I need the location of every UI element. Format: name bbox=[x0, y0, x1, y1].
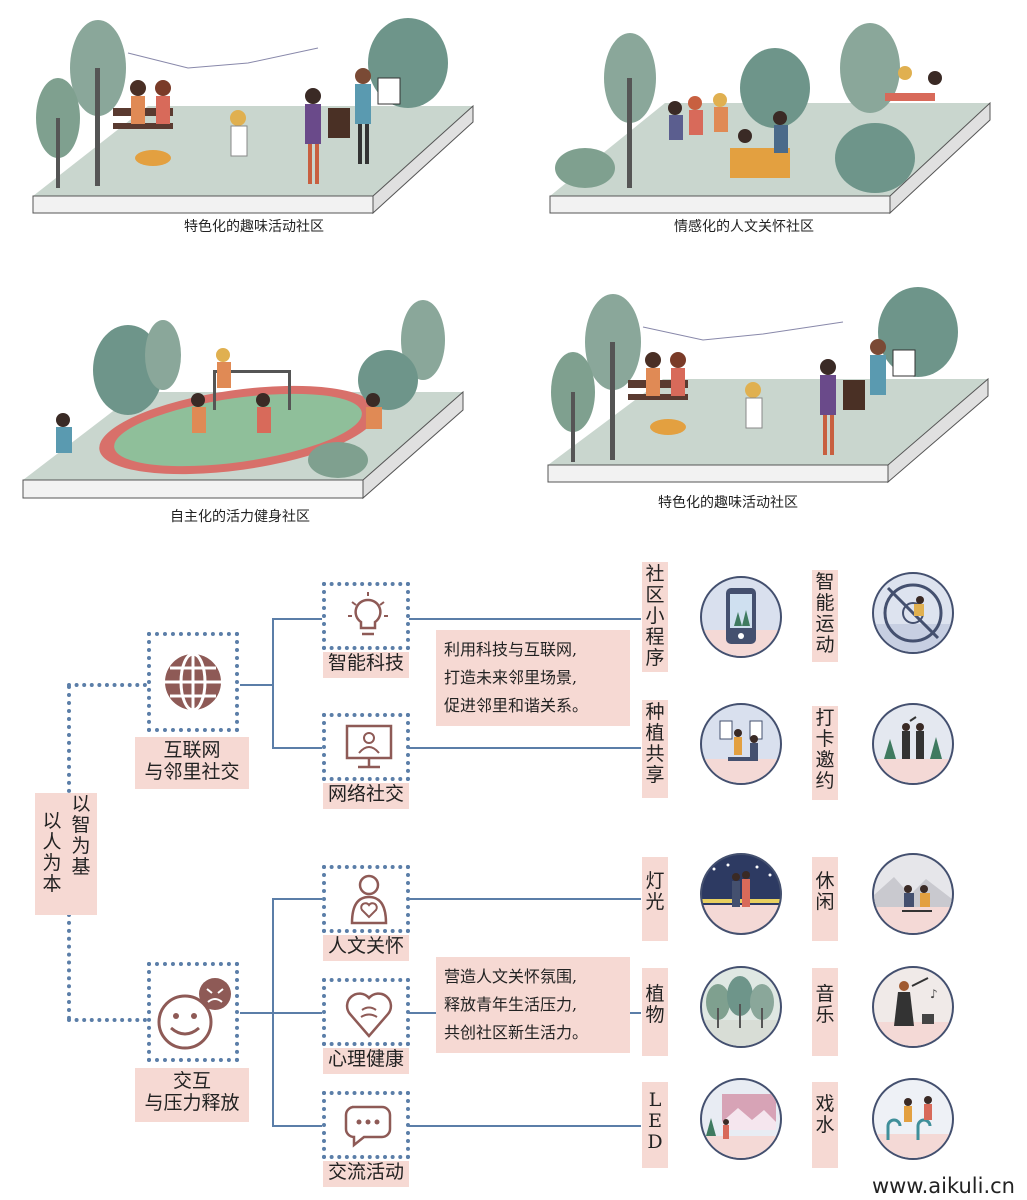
watermark: www.aikuli.cn bbox=[867, 1174, 1019, 1198]
feature-label: 音乐 bbox=[812, 968, 838, 1056]
root-connector-vertical bbox=[67, 913, 71, 1020]
branch-label-internet: 互联网 与邻里社交 bbox=[135, 737, 249, 789]
root-label-col1: 以人为本 bbox=[42, 810, 62, 895]
branch-label-interaction: 交互 与压力释放 bbox=[135, 1068, 249, 1122]
feature-circle-smart-sports bbox=[872, 572, 954, 654]
emoji-faces-icon bbox=[157, 978, 231, 1050]
branch-connector bbox=[240, 684, 272, 686]
svg-text:♪: ♪ bbox=[930, 987, 938, 1001]
branch-icon-box-interaction bbox=[147, 962, 239, 1062]
feature-label: 戏水 bbox=[812, 1082, 838, 1168]
root-connector-to-branch bbox=[67, 1018, 147, 1022]
scene-activity-top-left bbox=[32, 18, 474, 215]
feature-circle-leisure bbox=[872, 853, 954, 935]
feature-circle-led bbox=[700, 1078, 782, 1160]
feature-label: 打卡邀约 bbox=[812, 706, 838, 800]
subnode-label: 网络社交 bbox=[323, 783, 409, 809]
subnode-icon-box-exchange bbox=[322, 1091, 410, 1159]
scene-caption: 特色化的趣味活动社区 bbox=[658, 495, 798, 511]
feature-circle-water-play bbox=[872, 1078, 954, 1160]
description-box-tech: 利用科技与互联网, 打造未来邻里场景, 促进邻里和谐关系。 bbox=[436, 630, 630, 726]
scene-fitness-mid-left bbox=[22, 300, 464, 500]
scene-caption: 特色化的趣味活动社区 bbox=[184, 219, 324, 235]
description-box-care: 营造人文关怀氛围, 释放青年生活压力, 共创社区新生活力。 bbox=[436, 957, 630, 1053]
planting-share-icon bbox=[702, 720, 780, 783]
subnode-label: 交流活动 bbox=[323, 1161, 409, 1187]
globe-icon bbox=[165, 652, 221, 712]
subnode-label: 人文关怀 bbox=[323, 935, 409, 961]
subnode-label: 智能科技 bbox=[323, 652, 409, 678]
feature-label: 智能运动 bbox=[812, 570, 838, 662]
phone-app-icon bbox=[702, 588, 780, 656]
root-connector-vertical bbox=[67, 685, 71, 793]
subnode-connector bbox=[409, 898, 641, 900]
plants-icon bbox=[702, 976, 780, 1046]
checkin-icon bbox=[874, 716, 952, 783]
feature-circle-plants bbox=[700, 966, 782, 1048]
branch-connector bbox=[242, 1012, 322, 1014]
branch-icon-box-internet bbox=[147, 632, 239, 732]
scene-caption: 自主化的活力健身社区 bbox=[170, 509, 310, 525]
subnode-icon-box-mental-health bbox=[322, 978, 410, 1046]
feature-label: 种植共享 bbox=[642, 700, 668, 798]
lighting-icon bbox=[702, 863, 780, 933]
feature-label: 休闲 bbox=[812, 857, 838, 941]
scene-activity-mid-right bbox=[547, 287, 989, 484]
chat-bubbles-icon bbox=[344, 1105, 392, 1148]
root-node: 以人为本 以智为基 bbox=[35, 793, 97, 915]
heart-mind-icon bbox=[345, 992, 393, 1038]
subnode-label: 心理健康 bbox=[323, 1048, 409, 1074]
scene-caption: 情感化的人文关怀社区 bbox=[674, 219, 814, 235]
leisure-icon bbox=[874, 877, 952, 933]
root-label-col2: 以智为基 bbox=[71, 793, 91, 878]
feature-circle-planting-share bbox=[700, 703, 782, 785]
branch-connector bbox=[272, 1125, 322, 1127]
music-icon: ♪ bbox=[874, 977, 952, 1046]
feature-circle-checkin bbox=[872, 703, 954, 785]
subnode-icon-box-humanistic-care bbox=[322, 865, 410, 933]
root-connector-to-branch bbox=[67, 683, 147, 687]
subnode-connector bbox=[409, 747, 641, 749]
feature-circle-lighting bbox=[700, 853, 782, 935]
subnode-icon-box-smart-tech bbox=[322, 582, 410, 650]
feature-circle-music: ♪ bbox=[872, 966, 954, 1048]
feature-label: 灯光 bbox=[642, 857, 668, 941]
person-heart-icon bbox=[350, 874, 388, 925]
subnode-connector bbox=[409, 618, 641, 620]
monitor-user-icon bbox=[345, 724, 393, 769]
branch-connector bbox=[272, 618, 322, 620]
fitness-wheel-icon bbox=[874, 583, 952, 652]
feature-label: 植物 bbox=[642, 968, 668, 1056]
water-play-icon bbox=[874, 1096, 952, 1158]
subnode-connector bbox=[409, 1125, 641, 1127]
feature-label: 社区小程序 bbox=[642, 562, 668, 672]
subnode-icon-box-social-network bbox=[322, 713, 410, 781]
feature-circle-community-app bbox=[700, 576, 782, 658]
branch-connector bbox=[272, 898, 322, 900]
branch-connector bbox=[272, 618, 274, 748]
feature-label: LED bbox=[642, 1082, 668, 1168]
lightbulb-icon bbox=[348, 592, 388, 636]
scene-care-top-right bbox=[549, 23, 991, 215]
led-screen-icon bbox=[702, 1094, 780, 1158]
branch-connector bbox=[272, 747, 322, 749]
